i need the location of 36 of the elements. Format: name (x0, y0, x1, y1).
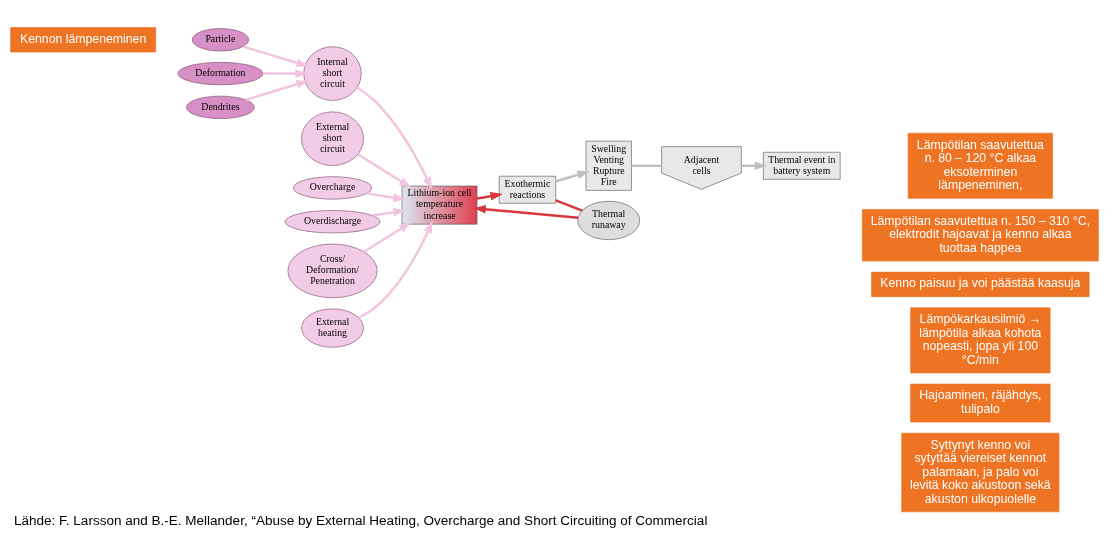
node-box: Lämpötilan saavutettua n. 150 – 310 °C, elektrodit hajoavat ja kenno alkaa tuottaa happea (862, 208, 1099, 261)
node-box: Hajoaminen, räjähdys, tulipalo (910, 383, 1051, 422)
node-ellipse: Overdischarge (284, 209, 381, 233)
node-box: Lämpötilan saavutettua n. 80 – 120 °C alkaa eksoterminen lämpeneminen, (907, 132, 1053, 199)
node-box: Lämpökarkausilmiö → lämpötila alkaa kohota nopeasti, jopa yli 100 °C/min (910, 306, 1051, 373)
arrow (363, 221, 412, 253)
arrow (358, 220, 433, 319)
arrow (476, 191, 503, 200)
connector (555, 198, 583, 212)
caption: Lähde: F. Larsson and B.-E. Mellander, “Abuse by External Heating, Overcharge and Short Circuiting of Commercial (14, 512, 708, 528)
node-box: Kennon lämpeneminen (10, 26, 156, 52)
node-box: Kenno paisuu ja voi päästää kaasuja (871, 271, 1090, 297)
node-box: Exothermic reactions (498, 175, 557, 204)
connector (631, 164, 662, 167)
node-box: Syttynyt kenno voi sytyttää viereiset kennot palamaan, ja palo voi levitä koko akustoon sekä akuston ulkopuolelle (901, 432, 1060, 512)
arrow (356, 86, 433, 189)
node-ellipse: Overcharge (293, 175, 373, 199)
node-ellipse: Cross/ Deformation/ Penetration (287, 243, 378, 298)
node-box: Thermal event in battery system (763, 151, 841, 180)
arrow (245, 79, 309, 101)
node-circle: Internal short circuit (303, 45, 362, 101)
node-ellipse: External short circuit (301, 111, 364, 166)
node-ellipse: Particle (191, 27, 249, 51)
node-ellipse: Dendrites (186, 95, 255, 119)
node-ellipse: Thermal runaway (577, 200, 640, 240)
node-box: Lithium-ion cell temperature increase (401, 185, 478, 224)
arrow (555, 170, 590, 183)
node-ellipse: Deformation (177, 61, 264, 85)
node-box: Swelling Venting Rupture Fire (585, 140, 632, 191)
arrow (366, 191, 406, 202)
arrow (242, 44, 309, 67)
arrow (473, 204, 579, 219)
arrow (263, 68, 308, 78)
arrow (357, 152, 412, 188)
node-ellipse: External heating (301, 308, 364, 348)
arrow (372, 207, 406, 217)
